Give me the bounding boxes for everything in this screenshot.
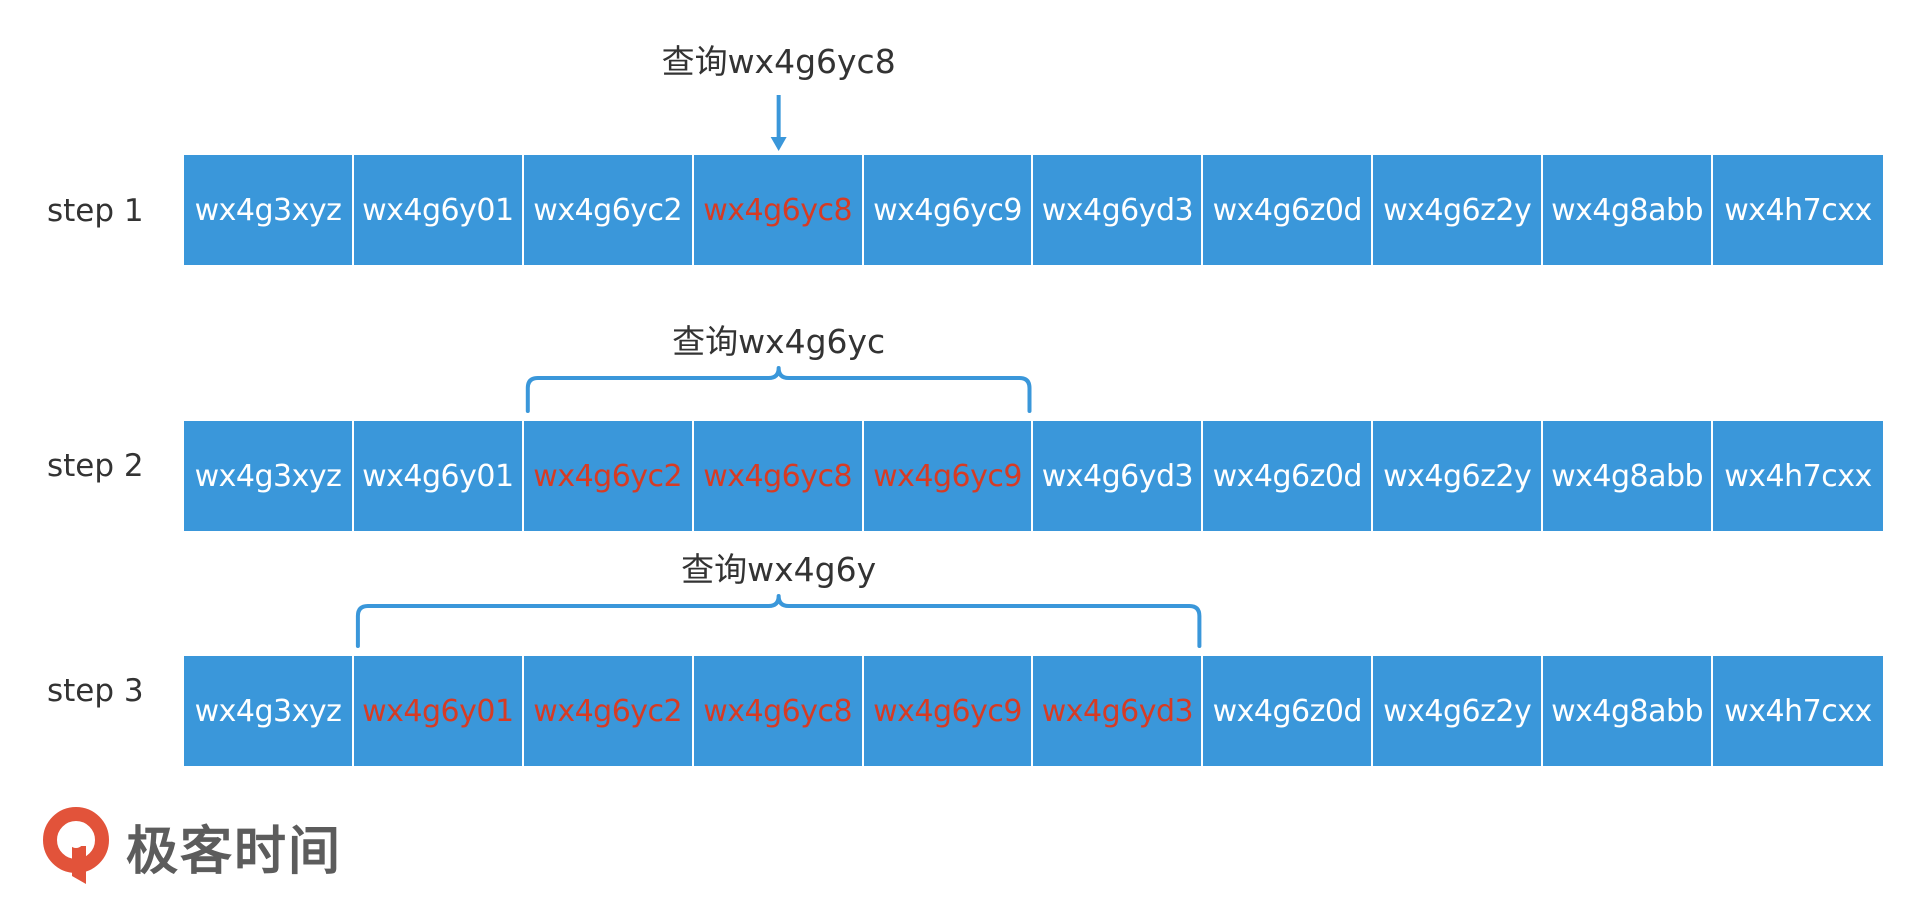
geohash-cell-highlighted: wx4g6yc2	[523, 421, 694, 531]
geohash-cell: wx4h7cxx	[1713, 155, 1883, 265]
geohash-cell-highlighted: wx4g6yc8	[693, 421, 864, 531]
query-label: 查询wx4g6y	[681, 550, 877, 589]
geohash-cell: wx4g8abb	[1543, 421, 1714, 531]
geohash-cell: wx4g6yc2	[523, 155, 694, 265]
geohash-cell: wx4g8abb	[1543, 656, 1714, 766]
geohash-cell-highlighted: wx4g6yc2	[523, 656, 694, 766]
geohash-cell: wx4g6y01	[353, 421, 524, 531]
logo: 极客时间	[42, 806, 342, 886]
query-range-bracket	[525, 366, 1032, 413]
geohash-cell: wx4g6z0d	[1203, 656, 1374, 766]
geohash-cell-highlighted: wx4g6yc9	[863, 656, 1034, 766]
geohash-cell-highlighted: wx4g6yd3	[1033, 656, 1204, 766]
query-range-bracket	[355, 594, 1202, 648]
geohash-cell: wx4h7cxx	[1713, 656, 1883, 766]
geohash-cell: wx4g6yc9	[863, 155, 1034, 265]
geohash-cell-highlighted: wx4g6yc8	[693, 656, 864, 766]
geektime-logo-icon	[43, 807, 109, 884]
geohash-cell: wx4g6z2y	[1373, 421, 1544, 531]
geohash-cell: wx4g3xyz	[184, 155, 354, 265]
geohash-cell: wx4g3xyz	[184, 656, 354, 766]
geohash-cell: wx4g6z0d	[1203, 421, 1374, 531]
geohash-cell: wx4g6z2y	[1373, 155, 1544, 265]
step-label: step 2	[47, 448, 144, 484]
geohash-cell: wx4g8abb	[1543, 155, 1714, 265]
query-arrow-head	[770, 137, 787, 151]
geohash-cell-highlighted: wx4g6yc9	[863, 421, 1034, 531]
step-label: step 1	[47, 193, 144, 229]
logo-text: 极客时间	[126, 821, 343, 882]
geohash-cell: wx4g6yd3	[1033, 155, 1204, 265]
geohash-cell: wx4g6yd3	[1033, 421, 1204, 531]
step-label: step 3	[47, 673, 144, 709]
geohash-cell-highlighted: wx4g6y01	[353, 656, 524, 766]
geohash-cell: wx4g6z0d	[1203, 155, 1374, 265]
geohash-cell: wx4g6y01	[353, 155, 524, 265]
geohash-cell-highlighted: wx4g6yc8	[693, 155, 864, 265]
query-label: 查询wx4g6yc	[672, 322, 886, 361]
query-label: 查询wx4g6yc8	[661, 42, 896, 81]
geohash-cell: wx4h7cxx	[1713, 421, 1883, 531]
geohash-cell: wx4g3xyz	[184, 421, 354, 531]
geohash-cell: wx4g6z2y	[1373, 656, 1544, 766]
